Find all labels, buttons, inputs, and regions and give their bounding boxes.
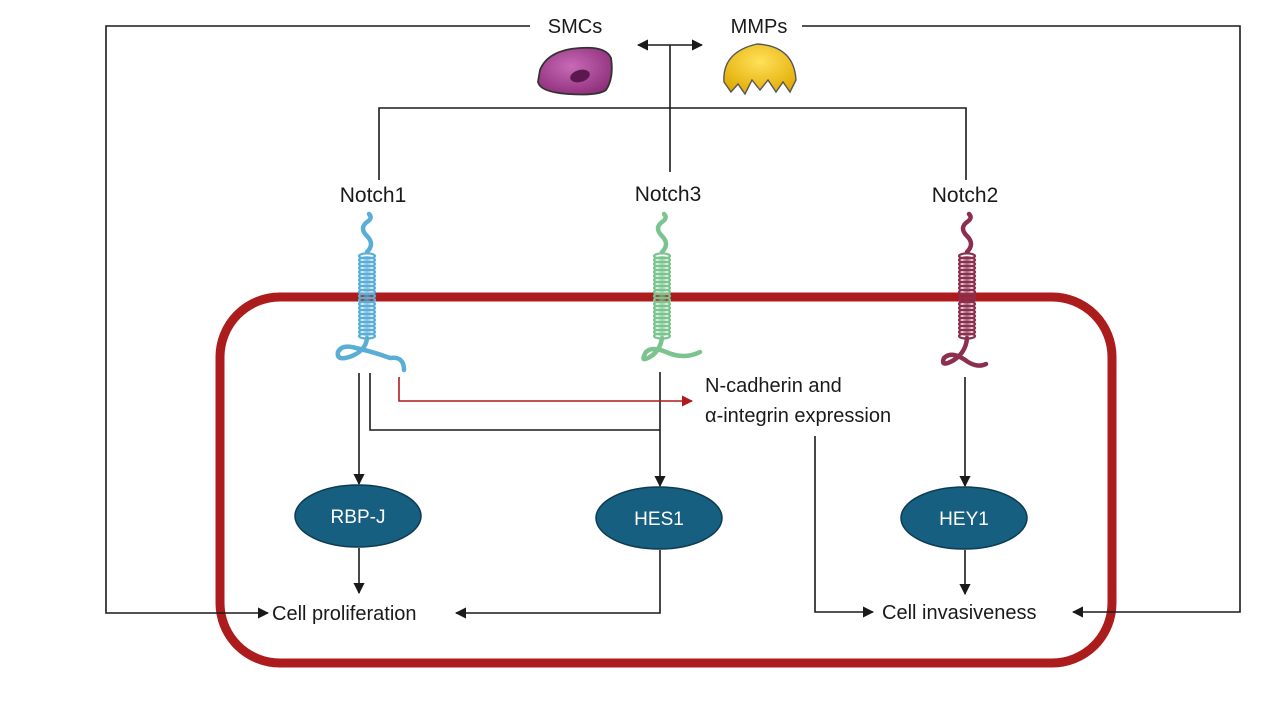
notch2-helix-coil xyxy=(957,268,977,276)
notch3-helix-coil xyxy=(652,288,672,296)
hey1-node: HEY1 xyxy=(900,486,1028,550)
notch2-intracellular-tail xyxy=(940,335,989,368)
notch1-helix-coil xyxy=(357,264,377,272)
notch3-extracellular-domain xyxy=(655,211,669,255)
notch3-helix-coil xyxy=(652,300,672,308)
hes1-to-proliferation-arrow xyxy=(454,550,661,619)
smooth-muscle-cell-icon xyxy=(537,46,613,96)
smcs-label: SMCs xyxy=(548,16,602,38)
notch1-helix-coil xyxy=(357,256,377,264)
notch3-helix-coil xyxy=(652,268,672,276)
notch2-helix-coil xyxy=(957,276,977,284)
rbpj-label: RBP-J xyxy=(331,507,386,528)
notch2-helix-coil xyxy=(957,288,977,296)
mmps-to-invasiveness-line xyxy=(802,25,1241,618)
notch3-helix-coil xyxy=(652,308,672,316)
notch2-helix-coil xyxy=(957,272,977,280)
cell-proliferation-label: Cell proliferation xyxy=(272,603,417,625)
notch1-helix-coil xyxy=(357,292,377,300)
notch2-helix-coil xyxy=(957,292,977,300)
notch2-helix-coil xyxy=(957,304,977,312)
notch3-label: Notch3 xyxy=(635,183,702,206)
notch-bracket-line xyxy=(378,107,967,180)
notch1-helix-coil xyxy=(357,276,377,284)
notch1-helix-coil xyxy=(357,260,377,268)
notch2-helix-coil xyxy=(957,312,977,320)
notch2-label: Notch2 xyxy=(932,184,999,207)
notch3-helix-coil xyxy=(652,320,672,328)
notch3-helix-coil xyxy=(652,284,672,292)
notch1-helix-coil xyxy=(357,316,377,324)
notch2-helix-coil xyxy=(957,296,977,304)
notch3-helix-coil xyxy=(652,304,672,312)
notch3-receptor-icon xyxy=(641,211,703,362)
notch1-helix-coil xyxy=(357,272,377,280)
notch1-label: Notch1 xyxy=(340,184,407,207)
hey1-label: HEY1 xyxy=(939,509,989,530)
notch3-helix-coil xyxy=(652,328,672,336)
notch3-helix-coil xyxy=(652,280,672,288)
notch3-helix-coil xyxy=(652,324,672,332)
notch3-helix-coil xyxy=(652,264,672,272)
notch2-helix-coil xyxy=(957,316,977,324)
notch1-helix-coil xyxy=(357,328,377,336)
notch2-helix-coil xyxy=(957,264,977,272)
mmps-label: MMPs xyxy=(731,16,788,38)
notch2-extracellular-domain xyxy=(960,211,974,255)
notch1-helix-coil xyxy=(357,300,377,308)
notch2-helix-coil xyxy=(957,300,977,308)
notch3-helix-coil xyxy=(652,272,672,280)
notch1-to-hes1-line xyxy=(369,373,660,431)
notch3-helix-coil xyxy=(652,276,672,284)
notch2-helix-coil xyxy=(957,324,977,332)
notch2-helix-coil xyxy=(957,280,977,288)
notch1-to-expression-red-arrow xyxy=(398,377,694,407)
notch3-helix-coil xyxy=(652,316,672,324)
rbpj-node: RBP-J xyxy=(294,484,422,548)
notch1-helix-coil xyxy=(357,280,377,288)
notch2-helix-coil xyxy=(957,260,977,268)
hes1-node: HES1 xyxy=(595,486,723,550)
notch3-helix-coil xyxy=(652,296,672,304)
expression-label-line2: α-integrin expression xyxy=(705,405,891,427)
hes1-label: HES1 xyxy=(634,509,684,530)
notch1-receptor-icon xyxy=(335,211,407,373)
notch2-helix-coil xyxy=(957,308,977,316)
notch1-helix-coil xyxy=(357,312,377,320)
notch2-helix-coil xyxy=(957,328,977,336)
notch1-helix-coil xyxy=(357,284,377,292)
notch1-helix-coil xyxy=(357,288,377,296)
smcs-to-proliferation-line xyxy=(105,25,530,619)
notch3-helix-coil xyxy=(652,292,672,300)
notch1-helix-coil xyxy=(357,268,377,276)
expression-to-invasiveness-arrow xyxy=(814,436,875,618)
notch1-helix-coil xyxy=(357,296,377,304)
notch1-extracellular-domain xyxy=(360,211,374,255)
notch1-helix-coil xyxy=(357,252,377,260)
notch3-helix-coil xyxy=(652,260,672,268)
notch3-intracellular-tail xyxy=(641,335,703,362)
notch1-helix-coil xyxy=(357,304,377,312)
notch1-helix-coil xyxy=(357,308,377,316)
notch2-helix-coil xyxy=(957,256,977,264)
notch2-helix-coil xyxy=(957,252,977,260)
notch2-receptor-icon xyxy=(940,211,989,368)
mmp-enzyme-icon xyxy=(723,43,797,96)
notch1-helix-coil xyxy=(357,320,377,328)
expression-label-line1: N-cadherin and xyxy=(705,375,842,397)
notch1-intracellular-tail xyxy=(335,335,407,373)
notch3-helix-coil xyxy=(652,312,672,320)
notch2-helix-coil xyxy=(957,284,977,292)
cell-invasiveness-label: Cell invasiveness xyxy=(882,602,1037,624)
notch1-helix-coil xyxy=(357,324,377,332)
notch2-helix-coil xyxy=(957,320,977,328)
notch3-helix-coil xyxy=(652,252,672,260)
notch3-helix-coil xyxy=(652,256,672,264)
